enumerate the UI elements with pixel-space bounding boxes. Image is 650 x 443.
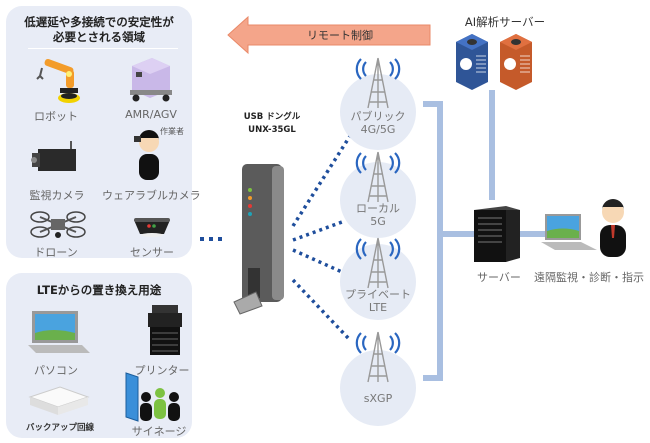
- tower-icon: [355, 151, 401, 203]
- server-to-laptop-line: [520, 231, 550, 237]
- title-line-1: 低遅延や多接続での安定性が: [24, 15, 174, 29]
- network-sxgp-label: sXGP: [338, 392, 418, 405]
- wearable-camera-label: ウェアラブルカメラ: [102, 189, 201, 202]
- laptop-label: パソコン: [34, 364, 78, 377]
- amr-agv-label: AMR/AGV: [125, 108, 177, 121]
- remote-control-arrow: [227, 15, 431, 55]
- signage-label: サイネージ: [131, 425, 187, 438]
- tower-icon: [355, 57, 401, 109]
- ai-server-icon: [456, 34, 532, 90]
- network-public-line1: パブリック: [350, 110, 406, 123]
- title-divider: [28, 48, 178, 49]
- robot-arm-icon: [36, 58, 80, 103]
- network-private-label: プライベート LTE: [338, 288, 418, 314]
- surveillance-camera-icon: [31, 141, 76, 171]
- network-public-line2: 4G/5G: [360, 123, 396, 136]
- network-local-line2: 5G: [370, 215, 386, 228]
- bracket-bottom: [423, 375, 443, 381]
- backup-line-icon: [28, 386, 90, 415]
- worker-sublabel: 作業者: [160, 127, 184, 136]
- network-local-line1: ローカル: [356, 202, 400, 215]
- dongle-label-line2: UNX-35GL: [248, 125, 296, 135]
- network-local-label: ローカル 5G: [338, 202, 418, 228]
- laptop-icon: [28, 311, 90, 353]
- remote-laptop-icon: [541, 214, 597, 250]
- lte-replacement-panel: LTEからの置き換え用途 パソコン プリンター バックアップ回線 サイネージ: [6, 273, 192, 438]
- low-latency-panel-title: 低遅延や多接続での安定性が 必要とされる領域: [6, 15, 192, 45]
- sensor-icon: [134, 218, 170, 237]
- network-sxgp-line1: sXGP: [363, 392, 393, 405]
- network-private-line2: LTE: [368, 301, 388, 314]
- lte-replacement-panel-title: LTEからの置き換え用途: [36, 283, 162, 297]
- network-public-label: パブリック 4G/5G: [338, 110, 418, 136]
- server-label: サーバー: [477, 271, 521, 284]
- drone-icon: [30, 211, 86, 238]
- network-private-line1: プライベート: [345, 288, 411, 301]
- server-icon: [474, 206, 520, 262]
- title-line-2: 必要とされる領域: [53, 30, 145, 44]
- link-local: [292, 220, 343, 242]
- drone-label: ドローン: [34, 246, 78, 259]
- robot-label: ロボット: [34, 110, 78, 123]
- tower-icon: [355, 237, 401, 289]
- usb-dongle-icon: [233, 164, 284, 315]
- ai-to-server-line: [489, 90, 495, 200]
- dongle-label: USB ドングル UNX-35GL: [232, 111, 312, 137]
- amr-agv-icon: [130, 58, 172, 102]
- bracket-to-server: [437, 231, 477, 237]
- printer-icon: [148, 305, 182, 355]
- dongle-label-line1: USB ドングル: [243, 112, 301, 122]
- wearable-camera-icon: [134, 130, 159, 180]
- backup-line-label: バックアップ回線: [26, 423, 95, 433]
- link-private: [292, 248, 343, 274]
- sensor-label: センサー: [130, 246, 174, 259]
- remote-control-label: リモート制御: [307, 29, 373, 42]
- bracket-top: [423, 101, 443, 107]
- tower-icon: [355, 331, 401, 383]
- bracket-vertical: [437, 101, 443, 381]
- dongle-network-links: [291, 135, 352, 342]
- low-latency-panel: 低遅延や多接続での安定性が 必要とされる領域 ロボット AMR/AGV 監視カメ…: [6, 6, 201, 259]
- ai-server-label: AI解析サーバー: [464, 15, 546, 29]
- remote-monitoring-label: 遠隔監視・診断・指示: [534, 271, 644, 284]
- printer-label: プリンター: [134, 364, 190, 377]
- panel-to-dongle-dots: [200, 237, 222, 241]
- surveillance-camera-label: 監視カメラ: [29, 189, 85, 202]
- signage-icon: [125, 372, 180, 422]
- operator-person-icon: [600, 199, 626, 257]
